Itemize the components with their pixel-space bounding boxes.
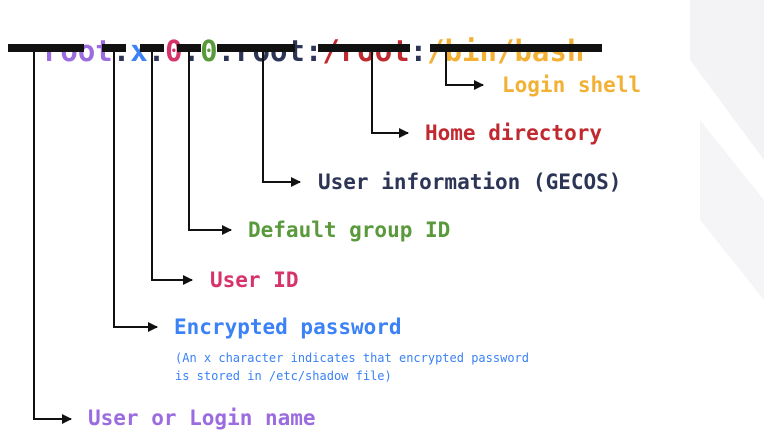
- connector-user: [33, 52, 72, 424]
- label-encrypted-password: Encrypted password: [174, 315, 402, 339]
- connector-shell: [445, 52, 484, 90]
- underline-gecos: [217, 44, 295, 52]
- connector-password: [113, 52, 158, 332]
- connector-gid: [188, 52, 232, 235]
- underline-uid: [140, 44, 164, 52]
- separator-colon: :: [409, 34, 428, 68]
- field-password-text: x: [130, 34, 148, 68]
- underline-password: [102, 44, 126, 52]
- connector-home: [371, 52, 409, 138]
- decorative-stripe: [690, 0, 764, 160]
- label-default-group-id: Default group ID: [248, 218, 451, 242]
- field-uid-text: 0: [165, 34, 183, 68]
- decorative-stripe: [700, 120, 764, 300]
- label-user-login-name: User or Login name: [88, 406, 316, 430]
- separator-colon: :: [304, 34, 323, 68]
- underline-shell: [430, 44, 602, 52]
- underline-home: [318, 44, 410, 52]
- password-note: (An x character indicates that encrypted…: [175, 351, 530, 383]
- label-home-directory: Home directory: [425, 121, 603, 145]
- label-login-shell: Login shell: [502, 73, 642, 97]
- connector-gecos: [262, 52, 301, 187]
- connector-uid: [151, 52, 193, 285]
- underline-user: [8, 44, 84, 52]
- underline-gid: [177, 44, 201, 52]
- label-user-information: User information (GECOS): [318, 170, 622, 194]
- label-user-id: User ID: [210, 268, 299, 292]
- field-gid-text: 0: [200, 34, 218, 68]
